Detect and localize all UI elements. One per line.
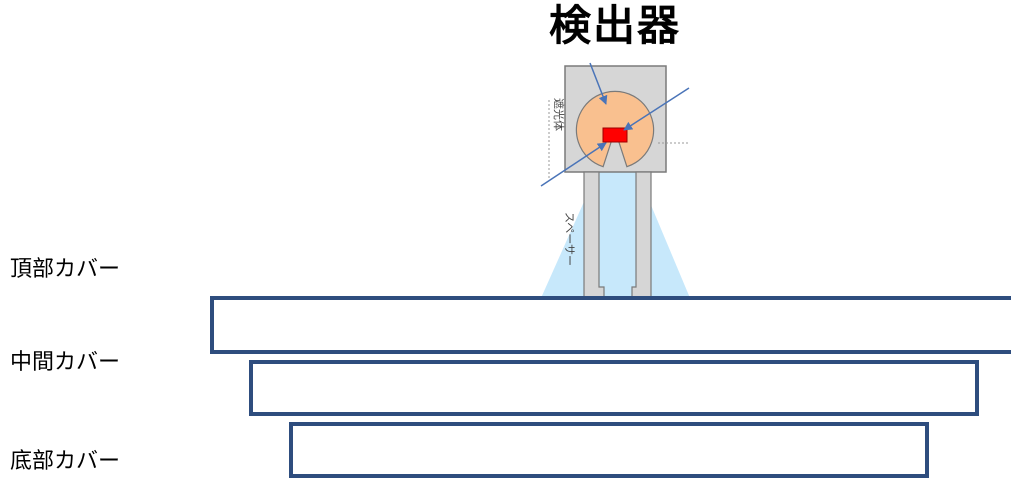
arrow <box>540 142 607 187</box>
arrow <box>589 62 608 105</box>
arrow <box>623 87 690 131</box>
top-cover <box>210 296 1011 354</box>
sensing-element <box>602 127 628 143</box>
sensor-stem-side-label: スペーサー <box>563 212 576 266</box>
middle-cover-label: 中間カバー <box>10 350 121 375</box>
bottom-cover <box>289 422 929 478</box>
middle-cover <box>249 360 979 416</box>
detector-title: 検出器 <box>548 1 681 50</box>
sensor-top-side-label: 遮光体 <box>552 98 566 131</box>
bottom-cover-label: 底部カバー <box>10 449 121 474</box>
light-beam <box>541 148 690 298</box>
detector-sensor: 遮光体 スペーサー <box>540 62 690 299</box>
top-cover-label: 頂部カバー <box>10 257 121 282</box>
